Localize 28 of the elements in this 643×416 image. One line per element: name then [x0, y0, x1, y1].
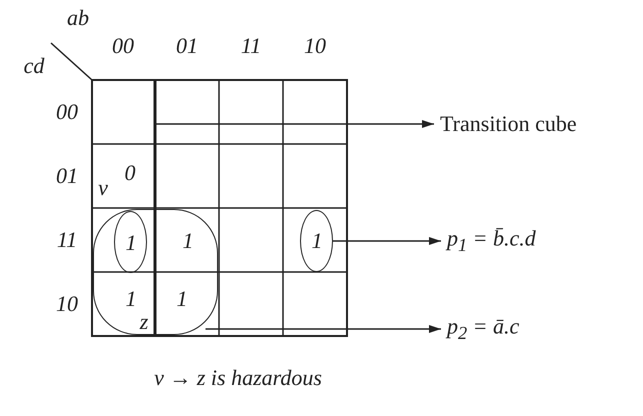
row-header: 11 — [56, 229, 78, 251]
cell-value: 1 — [176, 288, 188, 310]
row-header: 01 — [56, 165, 78, 187]
arrow — [206, 325, 441, 333]
cell-value: 0 — [124, 162, 136, 184]
column-header: 00 — [112, 35, 134, 57]
row-header: 10 — [56, 293, 78, 315]
annotation-text: p$_{2}$ = ā.c — [447, 316, 520, 342]
cell-value: 1 — [312, 230, 322, 252]
annotation-text: Transition cube — [440, 113, 577, 135]
annotation-text: p$_{1}$ = b̄.c.d — [447, 228, 536, 254]
arrow — [333, 237, 441, 245]
arrow — [155, 120, 434, 128]
column-header: 10 — [304, 35, 326, 57]
grouping-loop — [300, 210, 333, 272]
cell-marker: v — [98, 177, 108, 199]
caption: v → z is hazardous — [154, 367, 322, 389]
column-header: 01 — [176, 35, 198, 57]
grouping-loop — [93, 209, 218, 335]
variable-label: ab — [67, 7, 89, 29]
cell-value: 1 — [182, 230, 194, 252]
column-header: 11 — [240, 35, 262, 57]
cell-value: 1 — [126, 232, 136, 254]
grouping-loop — [114, 211, 147, 273]
cell-value: 1 — [126, 288, 136, 310]
variable-label: cd — [24, 55, 44, 77]
cell-marker: z — [140, 311, 148, 333]
row-header: 00 — [56, 101, 78, 123]
